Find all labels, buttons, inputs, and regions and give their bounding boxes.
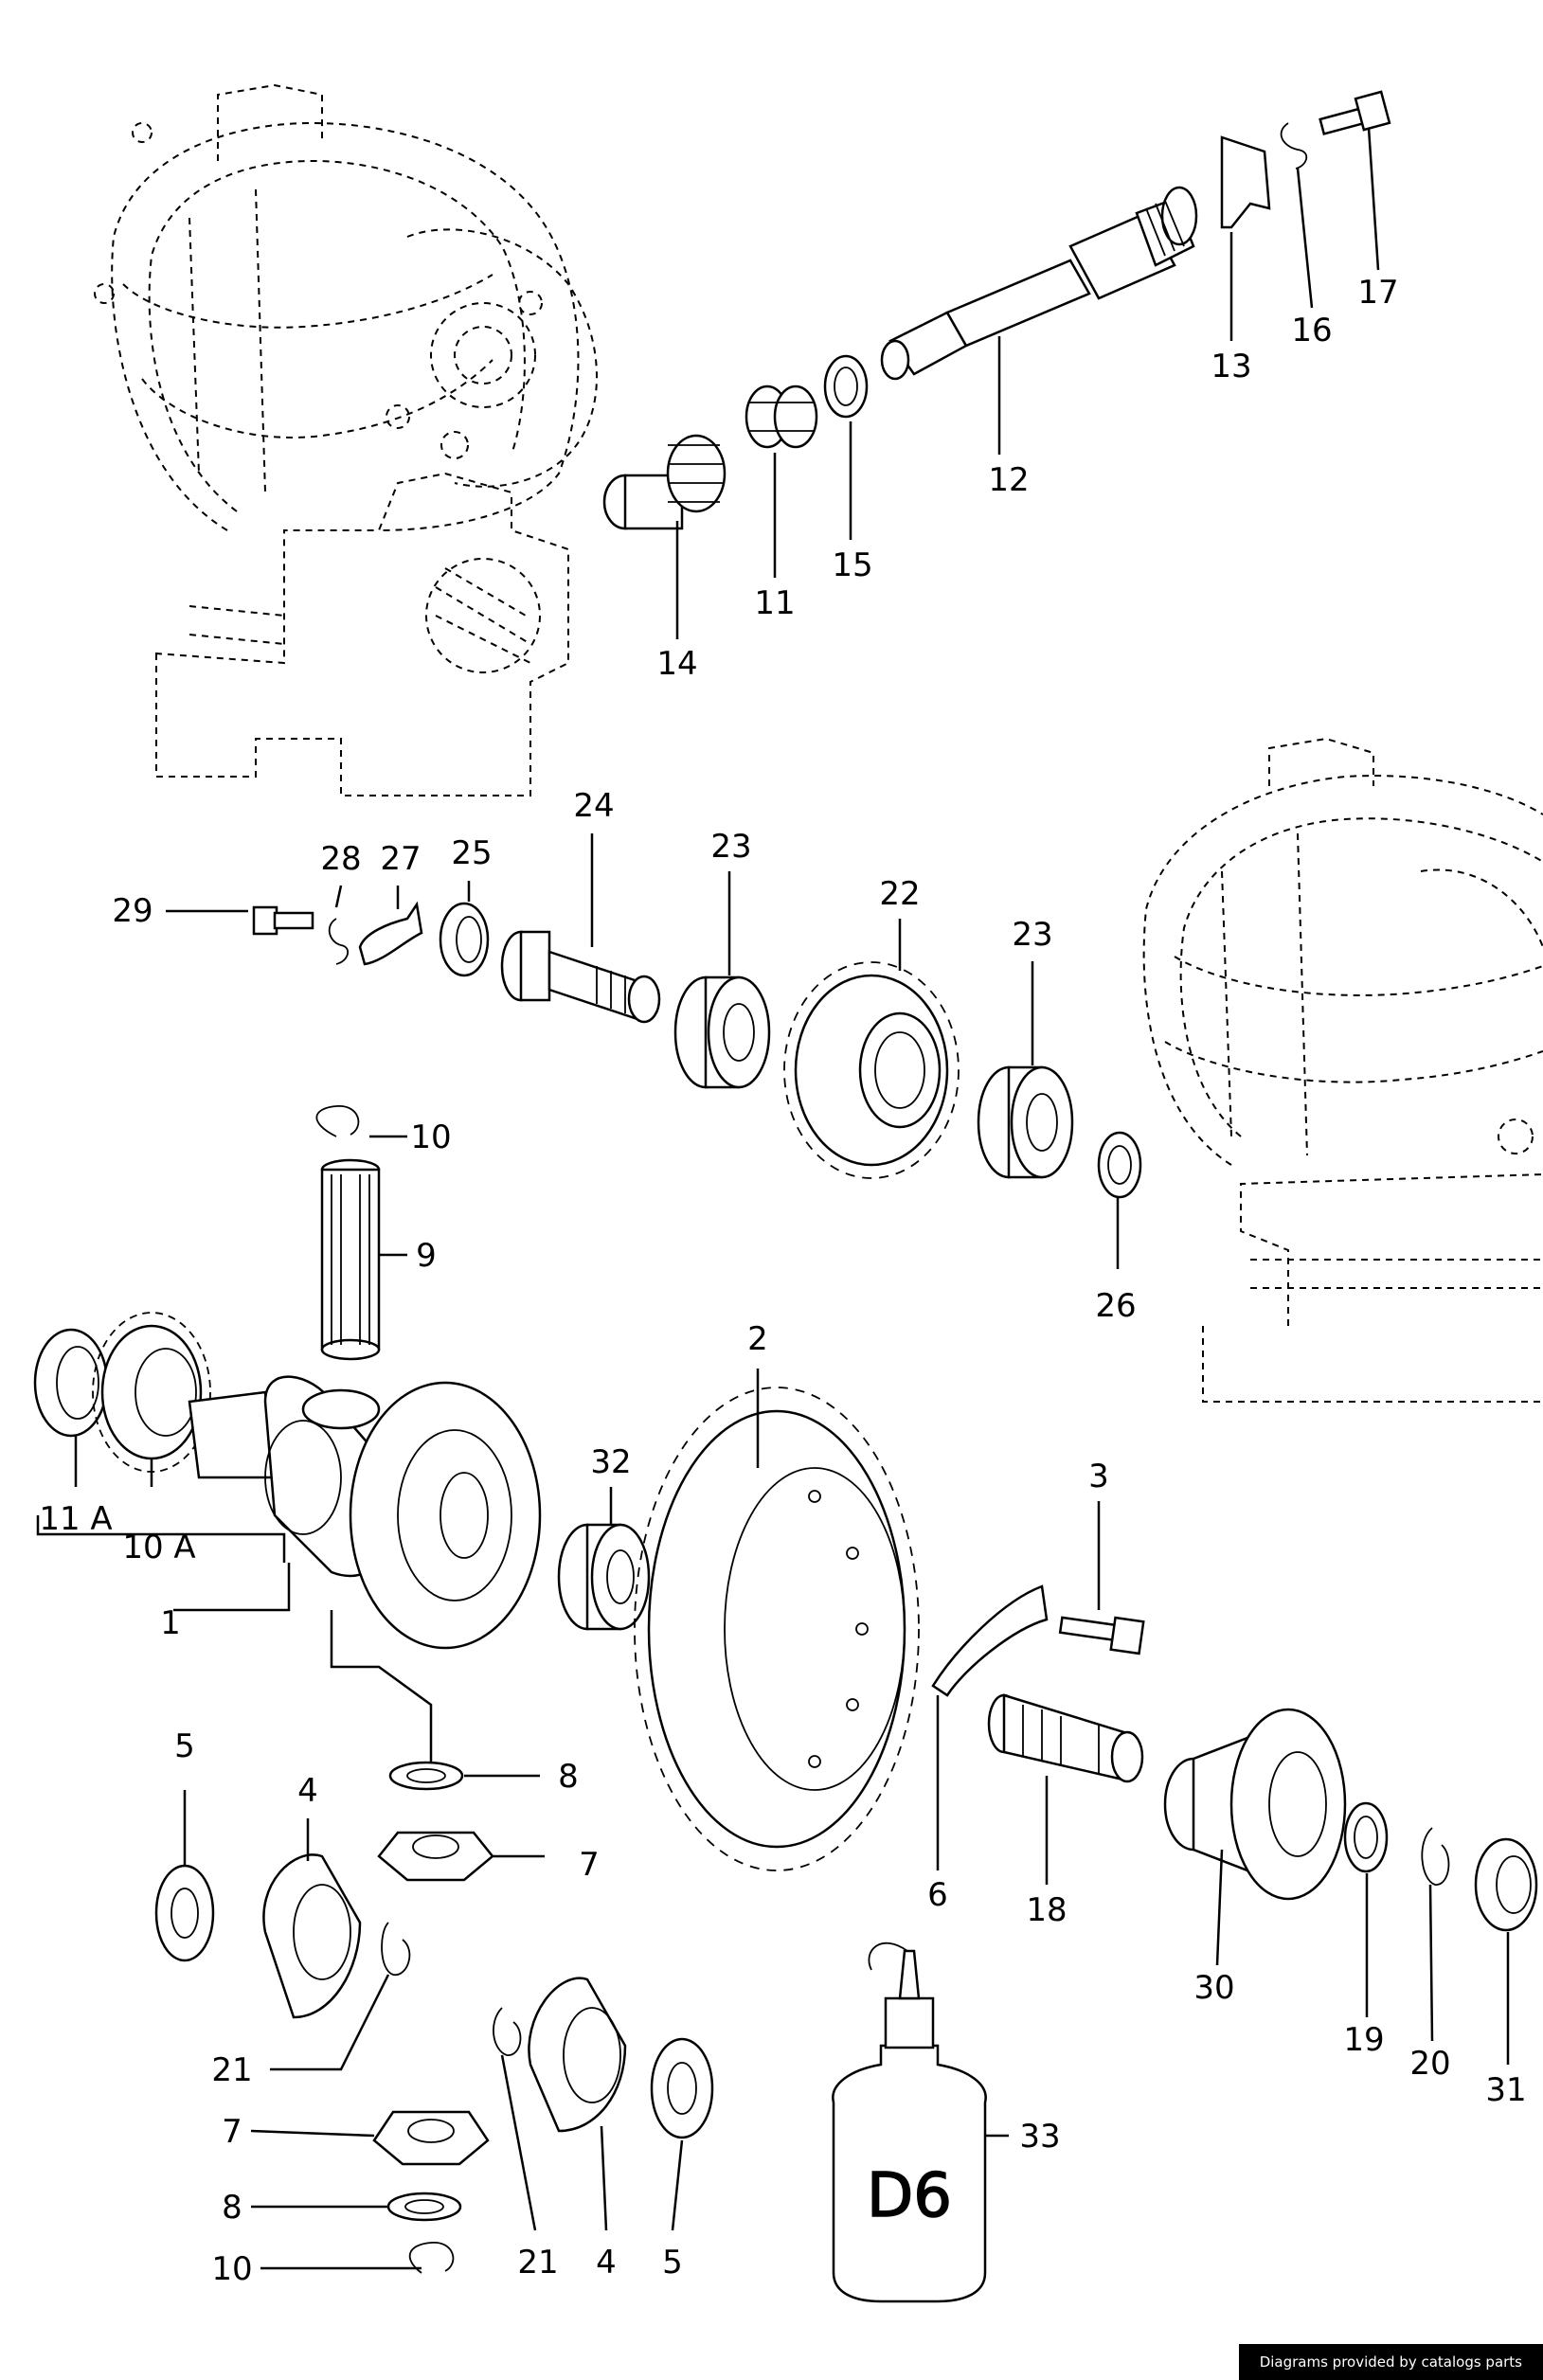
bolt-part-3 xyxy=(1058,1616,1145,1655)
label-19: 19 xyxy=(1343,2021,1384,2059)
label-23-right: 23 xyxy=(1012,916,1052,954)
shim-part-19 xyxy=(1343,1801,1389,1873)
label-5-left: 5 xyxy=(174,1727,195,1765)
circlip-part-21-left xyxy=(381,1922,411,1976)
circlip-part-10-bottom xyxy=(408,2242,455,2274)
lock-plate-part-27 xyxy=(358,901,423,966)
side-gear-part-4-right xyxy=(528,1977,627,2133)
label-33: 33 xyxy=(1019,2118,1060,2156)
shaft-part-24 xyxy=(500,930,661,1024)
circlip-part-20 xyxy=(1421,1827,1450,1886)
shim-part-26 xyxy=(1097,1131,1142,1199)
thrust-washer-part-8-top xyxy=(388,1761,464,1791)
differential-housing-part-1 xyxy=(188,1375,542,1650)
label-7-bottom: 7 xyxy=(222,2113,242,2151)
cap-part-31 xyxy=(1474,1837,1538,1932)
transmission-housing-outline-right xyxy=(1142,737,1543,1403)
label-13: 13 xyxy=(1211,348,1251,385)
label-10-top: 10 xyxy=(410,1118,451,1156)
label-27: 27 xyxy=(380,840,421,878)
label-21-right: 21 xyxy=(517,2244,558,2282)
side-gear-part-4-left xyxy=(262,1853,362,2019)
clamp-part-13 xyxy=(1220,135,1271,229)
output-shaft-assembly xyxy=(252,901,1142,1199)
label-21-left: 21 xyxy=(211,2051,252,2089)
label-6: 6 xyxy=(927,1876,948,1914)
label-32: 32 xyxy=(590,1443,631,1481)
gear-part-10A xyxy=(92,1312,211,1473)
bottle-marking: D6 xyxy=(867,2161,952,2231)
bolt-part-29 xyxy=(252,905,314,936)
label-31: 31 xyxy=(1485,2071,1526,2109)
label-1: 1 xyxy=(160,1604,181,1642)
label-9: 9 xyxy=(416,1237,437,1275)
label-5-right: 5 xyxy=(662,2244,683,2282)
pinion-gear-part-7-top xyxy=(377,1831,494,1882)
credit-note: Diagrams provided by catalogs parts xyxy=(1238,2344,1543,2380)
lock-washer-part-16 xyxy=(1280,122,1308,170)
label-4-left: 4 xyxy=(297,1772,318,1810)
label-17: 17 xyxy=(1357,274,1398,312)
circlip-part-10-top xyxy=(315,1105,360,1137)
label-3: 3 xyxy=(1088,1458,1109,1495)
label-11A: 11 A xyxy=(39,1500,112,1538)
label-15: 15 xyxy=(832,546,872,584)
label-10-bottom: 10 xyxy=(211,2250,252,2288)
label-22: 22 xyxy=(879,875,920,913)
drive-flange-shaft-part-18 xyxy=(987,1693,1144,1783)
bearing-part-23-left xyxy=(673,975,771,1089)
label-24: 24 xyxy=(573,787,614,825)
sealant-bottle-part-33: D6 xyxy=(832,1942,987,2303)
label-7-top: 7 xyxy=(579,1846,600,1884)
lock-washer-part-28 xyxy=(328,918,350,965)
leader-lines xyxy=(36,127,1510,2270)
label-12: 12 xyxy=(988,461,1029,499)
drive-flange-part-30 xyxy=(1163,1708,1347,1901)
helical-gear-part-22 xyxy=(783,961,960,1179)
label-28: 28 xyxy=(320,840,361,878)
thrust-washer-part-5-left xyxy=(154,1864,215,1962)
transmission-housing-outline-top xyxy=(94,83,598,796)
differential-assembly xyxy=(33,1105,1538,2274)
shaft-pin-part-9 xyxy=(320,1158,381,1361)
label-11: 11 xyxy=(754,584,795,622)
bearing-part-32 xyxy=(557,1523,651,1631)
bushing-part-11 xyxy=(745,385,818,449)
callout-labels: 14 11 15 12 13 16 17 29 28 27 25 24 23 2… xyxy=(39,274,1526,2288)
label-25: 25 xyxy=(451,834,492,872)
label-8-bottom: 8 xyxy=(222,2189,242,2227)
drive-shaft-part-12 xyxy=(880,186,1198,381)
bearing-part-23-right xyxy=(977,1065,1074,1179)
lock-plate-part-6 xyxy=(931,1584,1049,1697)
label-2: 2 xyxy=(747,1320,768,1358)
ring-gear-part-2 xyxy=(634,1387,920,1871)
label-26: 26 xyxy=(1095,1287,1136,1325)
bolt-part-17 xyxy=(1319,90,1391,135)
pinion-gear-part-7-bottom xyxy=(372,2110,490,2166)
label-16: 16 xyxy=(1291,312,1332,349)
thrust-washer-part-5-right xyxy=(650,2037,714,2139)
thrust-washer-part-8-bottom xyxy=(386,2192,462,2222)
washer-part-15 xyxy=(823,354,869,419)
label-18: 18 xyxy=(1026,1891,1067,1929)
speedometer-drive-assembly xyxy=(602,90,1391,530)
label-20: 20 xyxy=(1409,2045,1450,2083)
label-10A: 10 A xyxy=(122,1529,195,1566)
label-14: 14 xyxy=(656,645,697,683)
label-30: 30 xyxy=(1193,1969,1234,2007)
label-29: 29 xyxy=(112,892,153,930)
label-8-top: 8 xyxy=(558,1758,579,1796)
drive-gear-part-14 xyxy=(602,434,727,530)
label-4-right: 4 xyxy=(596,2244,617,2282)
circlip-part-21-right xyxy=(493,2007,522,2056)
label-23-left: 23 xyxy=(710,828,751,866)
